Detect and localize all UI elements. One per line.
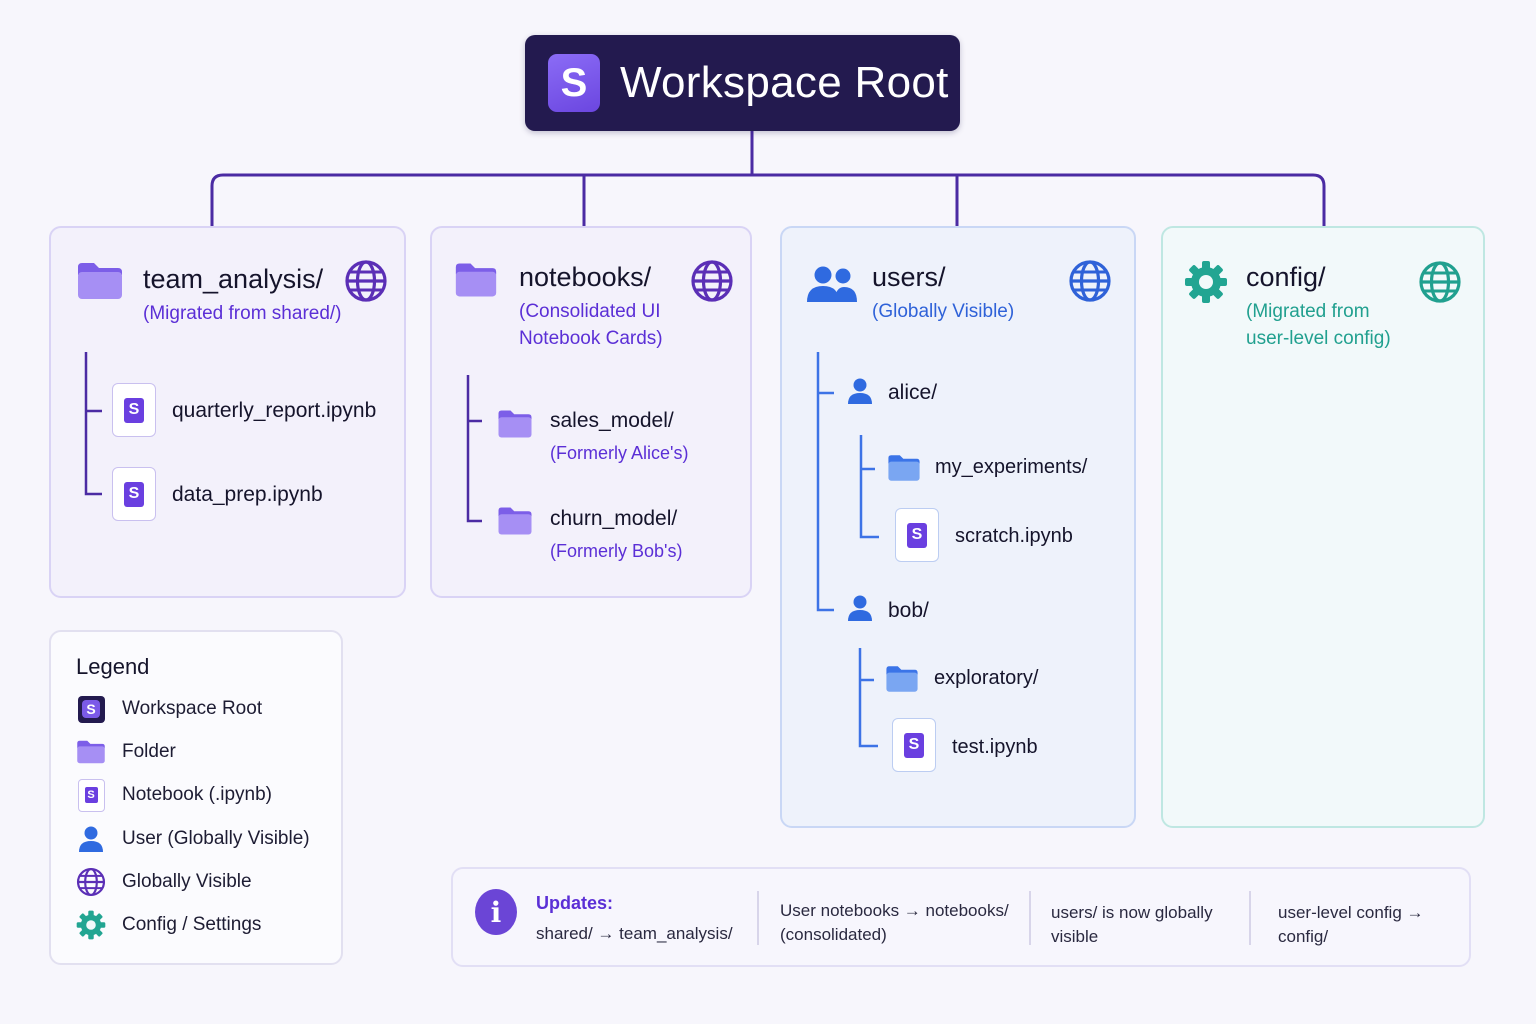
- globe-icon[interactable]: [690, 259, 734, 303]
- legend-label: Config / Settings: [122, 914, 262, 935]
- update-item: user-level config →config/: [1278, 903, 1424, 946]
- gear-icon: [1184, 260, 1228, 304]
- divider: [1249, 891, 1251, 945]
- workspace-root-icon: S: [76, 694, 106, 724]
- file-scratch[interactable]: scratch.ipynb: [955, 525, 1073, 547]
- user-icon: [76, 824, 106, 854]
- notebook-icon: S: [112, 383, 156, 437]
- card-subtitle: (Globally Visible): [872, 301, 1015, 322]
- card-config[interactable]: config/ (Migrated from user-level config…: [1161, 226, 1485, 828]
- user-folder-bob[interactable]: bob/: [888, 599, 929, 622]
- tree-lines: [84, 352, 102, 496]
- folder-icon: [76, 260, 124, 302]
- legend-item: S Notebook (.ipynb): [76, 778, 272, 812]
- legend-item: Config / Settings: [76, 910, 261, 940]
- user-folder-alice[interactable]: alice/: [888, 381, 938, 404]
- notebook-icon: S: [895, 508, 939, 562]
- folder-note: (Formerly Alice's): [550, 443, 689, 463]
- file-data-prep[interactable]: data_prep.ipynb: [172, 483, 323, 506]
- legend-item: S Workspace Root: [76, 694, 262, 724]
- card-subtitle-line2: Notebook Cards): [519, 328, 663, 349]
- workspace-logo-icon: S: [548, 54, 600, 112]
- tree-lines: [466, 375, 482, 523]
- tree-lines: [858, 648, 878, 748]
- notebook-icon: S: [892, 718, 936, 772]
- folder-my-experiments[interactable]: my_experiments/: [935, 456, 1088, 478]
- workspace-root-node[interactable]: S Workspace Root: [525, 35, 960, 131]
- tree-connectors: [210, 131, 1326, 226]
- update-item: User notebooks → notebooks/(consolidated…: [780, 901, 1009, 944]
- tree-lines: [859, 435, 879, 539]
- legend-item: User (Globally Visible): [76, 824, 310, 854]
- user-icon: [845, 593, 875, 623]
- legend-title: Legend: [76, 654, 150, 679]
- legend-label: User (Globally Visible): [122, 828, 310, 849]
- legend: Legend S Workspace Root Folder S Noteboo…: [49, 630, 343, 965]
- gear-icon: [76, 910, 106, 940]
- card-subtitle-line2: user-level config): [1246, 328, 1391, 349]
- globe-icon: [76, 867, 106, 897]
- card-title: team_analysis/: [143, 264, 324, 294]
- legend-label: Notebook (.ipynb): [122, 784, 272, 805]
- file-quarterly-report[interactable]: quarterly_report.ipynb: [172, 399, 377, 422]
- update-item: shared/ → team_analysis/: [536, 924, 733, 943]
- root-connector-bus: [210, 173, 1326, 226]
- card-subtitle: (Migrated from shared/): [143, 303, 342, 324]
- card-title: notebooks/: [519, 262, 652, 292]
- notebook-icon: S: [76, 778, 106, 812]
- legend-label: Workspace Root: [122, 698, 263, 719]
- folder-icon: [497, 503, 533, 539]
- legend-label: Globally Visible: [122, 871, 252, 892]
- card-team-analysis[interactable]: team_analysis/ (Migrated from shared/) S…: [49, 226, 406, 598]
- folder-icon: [885, 662, 919, 696]
- folder-icon: [76, 737, 106, 767]
- card-subtitle-line1: (Consolidated UI: [519, 301, 661, 322]
- globe-icon[interactable]: [344, 259, 388, 303]
- file-test[interactable]: test.ipynb: [952, 736, 1038, 758]
- folder-churn-model[interactable]: churn_model/: [550, 507, 678, 530]
- legend-item: Globally Visible: [76, 867, 252, 897]
- card-users[interactable]: users/ (Globally Visible) alice/ my_expe…: [780, 226, 1136, 828]
- card-title: config/: [1246, 262, 1326, 292]
- folder-note: (Formerly Bob's): [550, 541, 683, 561]
- folder-icon: [454, 260, 498, 300]
- card-title: users/: [872, 262, 946, 292]
- tree-lines: [816, 352, 834, 612]
- divider: [1029, 891, 1031, 945]
- user-icon: [845, 376, 875, 406]
- folder-sales-model[interactable]: sales_model/: [550, 409, 674, 432]
- folder-icon: [497, 406, 533, 442]
- folder-icon: [887, 451, 921, 485]
- users-icon: [806, 264, 858, 304]
- divider: [757, 891, 759, 945]
- updates-title: Updates:: [536, 893, 614, 913]
- updates-panel: i Updates: shared/ → team_analysis/ User…: [451, 867, 1471, 967]
- legend-label: Folder: [122, 741, 176, 762]
- card-notebooks[interactable]: notebooks/ (Consolidated UI Notebook Car…: [430, 226, 752, 598]
- card-subtitle-line1: (Migrated from: [1246, 301, 1370, 322]
- folder-exploratory[interactable]: exploratory/: [934, 667, 1039, 689]
- globe-icon[interactable]: [1418, 260, 1462, 304]
- workspace-root-title: Workspace Root: [620, 58, 949, 107]
- globe-icon[interactable]: [1068, 259, 1112, 303]
- legend-item: Folder: [76, 737, 176, 767]
- notebook-icon: S: [112, 467, 156, 521]
- info-icon: i: [475, 889, 517, 935]
